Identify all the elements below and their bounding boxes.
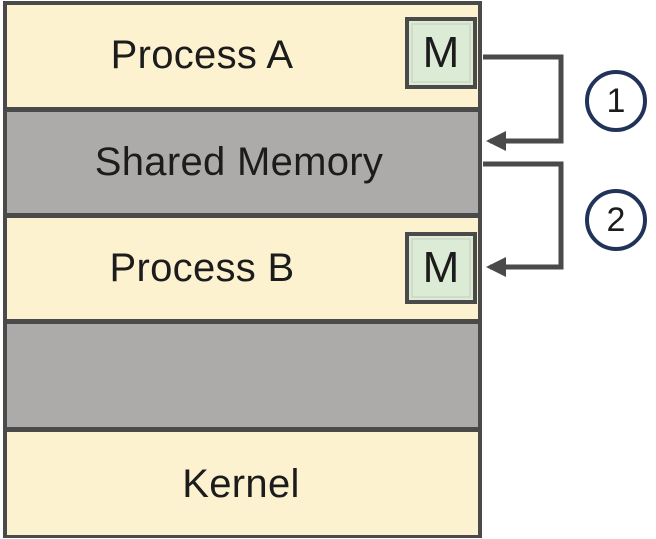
block-divider bbox=[3, 213, 482, 218]
process-a-label: Process A bbox=[110, 32, 294, 77]
message-box-process-b: M bbox=[405, 232, 477, 304]
process-b-label: Process B bbox=[109, 246, 295, 290]
step-2-circle: 2 bbox=[585, 189, 647, 251]
step-1-number: 1 bbox=[606, 81, 626, 120]
block-divider bbox=[3, 427, 482, 432]
message-box-label: M bbox=[422, 28, 460, 77]
block-divider bbox=[3, 107, 482, 112]
step-1-arrow bbox=[483, 54, 564, 151]
process-b-block: Process B bbox=[3, 218, 479, 319]
step-2-arrow bbox=[483, 161, 564, 277]
step-2-number: 2 bbox=[606, 200, 626, 239]
process-a-block: Process A bbox=[3, 3, 479, 107]
message-box-process-a: M bbox=[405, 17, 477, 89]
unlabeled-region-block bbox=[3, 324, 479, 427]
kernel-block: Kernel bbox=[3, 432, 479, 536]
step-1-circle: 1 bbox=[585, 70, 647, 132]
kernel-label: Kernel bbox=[182, 461, 300, 506]
block-divider bbox=[3, 319, 482, 324]
message-box-label: M bbox=[422, 243, 460, 292]
shared-memory-block: Shared Memory bbox=[3, 112, 479, 213]
shared-memory-label: Shared Memory bbox=[94, 140, 384, 184]
